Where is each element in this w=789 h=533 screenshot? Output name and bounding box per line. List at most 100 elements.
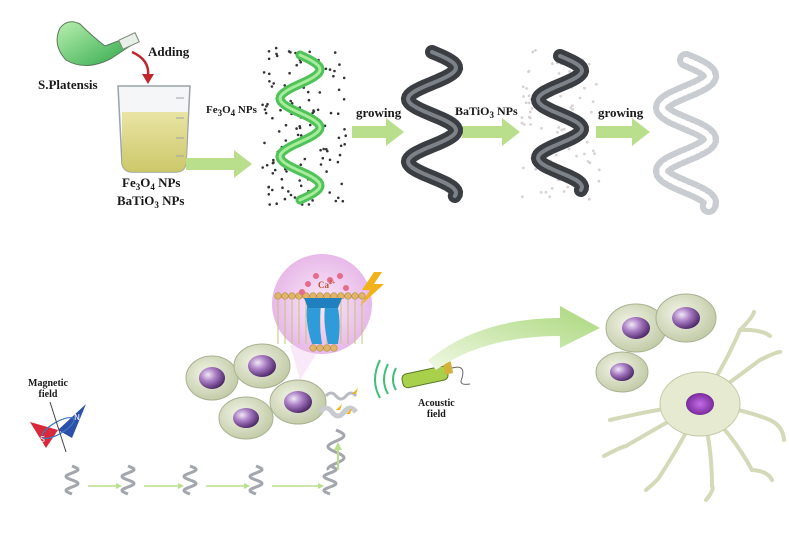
nanoparticle-dot [295, 127, 298, 130]
nanoparticle-dot [306, 90, 310, 94]
nanoparticle-dot [548, 195, 552, 199]
nanoparticle-dot [287, 190, 290, 193]
nanoparticle-dot [338, 63, 341, 66]
green-spiral-highlight [278, 53, 322, 202]
dendrite [750, 468, 774, 482]
beaker-label-fe3o4: Fe3O4 NPs [122, 175, 181, 192]
nanoparticle-dot [597, 168, 601, 172]
nanoparticle-dot [557, 126, 561, 129]
upward-arrowhead [334, 442, 342, 450]
nanoparticle-dot [322, 147, 326, 151]
nanoparticle-dot [578, 96, 582, 100]
neuron [602, 310, 786, 502]
nanoparticle-dot [312, 109, 315, 112]
nanoparticle-dot [316, 108, 320, 112]
nanoparticle-dot [593, 152, 596, 156]
calcium-ion [327, 277, 333, 283]
nanoparticle-dot [307, 98, 311, 102]
nanoparticle-dot [293, 196, 297, 199]
nanoparticle-dot [595, 82, 598, 86]
microrobot-chain [64, 428, 346, 496]
nanoparticle-dot [298, 125, 302, 128]
nanoparticle-dot [522, 123, 526, 126]
step1-label: Fe3O4 NPs [206, 104, 257, 118]
nanoparticle-dot [520, 116, 524, 119]
lightning-icon [360, 272, 384, 306]
dendrite [768, 418, 786, 442]
chain-arrowhead [318, 483, 324, 489]
nanoparticle-dot [557, 72, 561, 75]
mini-spiral [248, 464, 264, 496]
adding-label: Adding [148, 44, 190, 59]
nanoparticle-dot [299, 134, 303, 137]
nanoparticle-dot [328, 191, 332, 194]
nanoparticle-dot [337, 88, 341, 92]
nanoparticle-dot [339, 144, 343, 148]
nanoparticle-dot [268, 203, 272, 206]
nanoparticle-dot [556, 131, 559, 134]
calcium-ion [299, 289, 305, 295]
nanoparticle-dot [279, 108, 282, 112]
beaker-label-batio3: BaTiO3 NPs [117, 193, 185, 210]
nanoparticle-dot [521, 85, 525, 89]
nanoparticle-dot [534, 49, 537, 52]
nanoparticle-dot [337, 136, 341, 140]
chain-arrowhead [244, 483, 250, 489]
step3-label: BaTiO3 NPs [455, 104, 518, 120]
nanoparticle-dot [585, 140, 589, 144]
nanoparticle-dot [271, 188, 274, 192]
nanoparticle-dot [267, 185, 270, 189]
calcium-ion [343, 285, 349, 291]
process-arrow-1 [186, 150, 252, 178]
nanoparticle-dot [284, 123, 288, 127]
cell [655, 293, 717, 343]
magnet-icon: S N [30, 401, 86, 453]
nanoparticle-dot [308, 123, 312, 127]
nanoparticle-dot [544, 190, 548, 194]
nanoparticle-dot [336, 160, 340, 164]
nanoparticle-dot [520, 121, 524, 125]
nanoparticle-dot [587, 62, 591, 66]
nanoparticle-dot [521, 166, 525, 170]
dendrite [738, 310, 756, 332]
nanoparticle-dot [318, 91, 322, 94]
nanoparticle-dot [280, 177, 284, 181]
adding-arrowhead [142, 74, 154, 84]
nanoparticle-dot [275, 202, 279, 205]
nanoparticle-dot [560, 128, 564, 132]
nanoparticle-dot [540, 126, 543, 130]
nanoparticle-dot [296, 133, 300, 137]
nanoparticle-dot [329, 111, 333, 115]
nanoparticle-dot [272, 161, 275, 164]
calcium-ion-label: Ca2+ [318, 280, 336, 290]
microrobot-active [318, 388, 358, 419]
lipid-head [351, 292, 359, 300]
calcium-ion [305, 281, 311, 287]
nanoparticle-dot [321, 156, 325, 160]
nanoparticle-dot [272, 82, 276, 85]
nanoparticle-dot [275, 54, 279, 58]
nanoparticle-dot [530, 107, 534, 110]
cell [185, 355, 239, 401]
nanoparticle-dot [275, 52, 278, 56]
nanoparticle-dot [527, 101, 531, 105]
nanoparticle-dot [527, 94, 531, 98]
nanoparticle-dot [559, 94, 562, 98]
dendrite [644, 474, 662, 492]
nanoparticle-dot [333, 69, 336, 73]
lipid-head [281, 292, 289, 300]
dark-spiral-highlight [405, 50, 459, 198]
nanoparticle-dot [271, 172, 275, 175]
nanoparticle-dot [590, 110, 593, 114]
dendrite [738, 327, 772, 338]
nanoparticle-dot [325, 147, 328, 151]
nanoparticle-dot [289, 193, 293, 197]
membrane-zoom-bubble [272, 254, 384, 380]
nanoparticle-dot [571, 104, 574, 107]
process-arrow-3 [462, 118, 520, 146]
nanoparticle-dot [264, 111, 268, 115]
nanoparticle-dot [289, 99, 293, 103]
nanoparticle-dot [325, 170, 328, 173]
mini-spiral [322, 464, 338, 496]
